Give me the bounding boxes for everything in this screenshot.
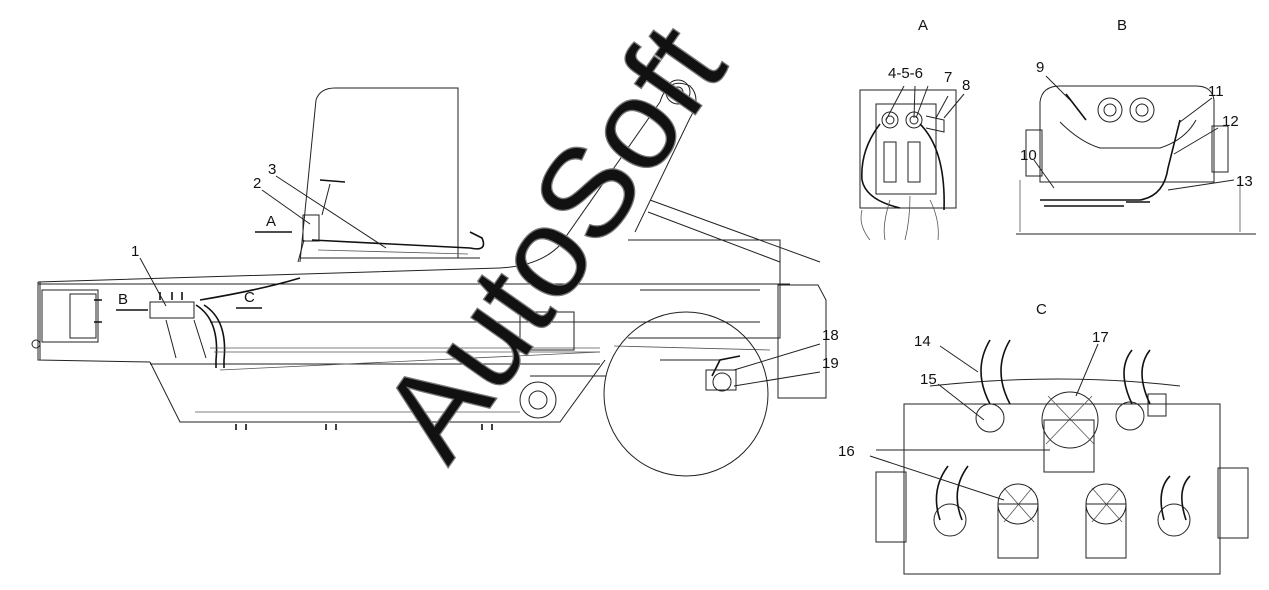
callout-7: 7 bbox=[944, 69, 952, 86]
callout-1: 1 bbox=[131, 243, 139, 260]
callout-15: 15 bbox=[920, 371, 937, 388]
callout-11: 11 bbox=[1208, 83, 1224, 100]
callout-8: 8 bbox=[962, 77, 970, 94]
detail-view-b bbox=[1016, 85, 1256, 235]
callout-19: 19 bbox=[822, 355, 839, 372]
callout-3: 3 bbox=[268, 161, 276, 178]
section-mark-a: A bbox=[266, 213, 276, 230]
watermark-text: AutoSoft bbox=[354, 0, 753, 484]
idler-wheel bbox=[519, 381, 557, 419]
callout-16: 16 bbox=[838, 443, 855, 460]
callout-12: 12 bbox=[1222, 113, 1239, 130]
callout-14: 14 bbox=[914, 333, 931, 350]
callout-4-5-6: 4-5-6 bbox=[888, 65, 923, 82]
section-mark-c: C bbox=[244, 289, 255, 306]
callout-13: 13 bbox=[1236, 173, 1253, 190]
leader-lines bbox=[139, 75, 1235, 501]
view-title-c: C bbox=[1036, 301, 1047, 318]
main-side-view bbox=[31, 79, 827, 477]
section-mark-b: B bbox=[118, 291, 128, 308]
callout-9: 9 bbox=[1036, 59, 1044, 76]
view-title-a: A bbox=[918, 17, 928, 34]
boom-pivot bbox=[665, 79, 691, 105]
callout-18: 18 bbox=[822, 327, 839, 344]
callout-10: 10 bbox=[1020, 147, 1037, 164]
wheel bbox=[603, 311, 769, 477]
view-title-b: B bbox=[1117, 17, 1127, 34]
callout-17: 17 bbox=[1092, 329, 1109, 346]
detail-view-a bbox=[859, 89, 957, 241]
detail-view-c bbox=[875, 339, 1249, 575]
callout-2: 2 bbox=[253, 175, 261, 192]
